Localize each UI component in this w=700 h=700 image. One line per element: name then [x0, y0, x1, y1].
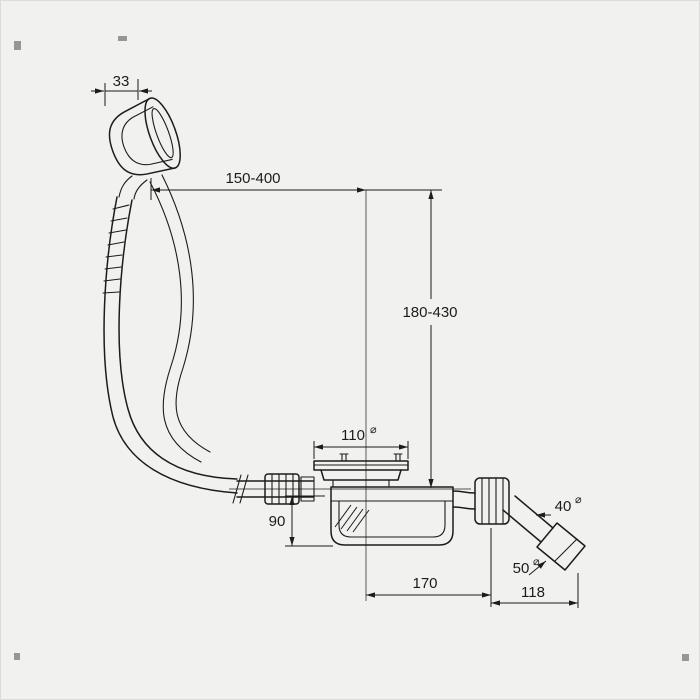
- dim-horizontal-offset: 170: [366, 528, 492, 607]
- dim-hose-length: 150-400: [150, 170, 442, 200]
- diameter-symbol: ⌀: [533, 556, 540, 568]
- hose-corrugation: [102, 204, 130, 294]
- centerlines: [229, 190, 471, 601]
- diameter-symbol: ⌀: [370, 424, 377, 436]
- dim-trap-depth-label: 90: [269, 513, 286, 530]
- dim-strainer-diameter: 110 ⌀: [313, 424, 409, 459]
- knob-stem: [118, 175, 148, 200]
- diameter-symbol: ⌀: [575, 494, 582, 506]
- dim-knob-width: 33: [91, 73, 152, 106]
- overflow-knob: [108, 97, 181, 176]
- waste-body: [313, 453, 454, 546]
- dim-trap-depth: 90: [269, 495, 333, 547]
- strainer-bolts: [339, 453, 403, 462]
- dim-install-height: 180-430: [402, 190, 458, 488]
- dim-outlet-diameter-label: 50: [513, 560, 530, 577]
- dim-outlet-projection-label: 118: [521, 584, 545, 601]
- flexible-hose: [102, 174, 238, 494]
- dim-horizontal-offset-label: 170: [412, 575, 437, 592]
- dim-install-height-label: 180-430: [402, 304, 457, 321]
- dim-hose-length-label: 150-400: [225, 170, 280, 187]
- inlet-pipe: [232, 473, 315, 505]
- dim-outlet-projection: 118: [491, 573, 579, 608]
- dim-pipe-diameter-label: 40: [555, 498, 572, 515]
- thread-hatching: [334, 504, 370, 533]
- outlet-elbow: [452, 477, 586, 571]
- dim-pipe-diameter: 40 ⌀: [536, 494, 582, 518]
- dim-outlet-diameter: 50 ⌀: [513, 556, 547, 577]
- dim-knob-width-label: 33: [113, 73, 130, 90]
- dim-strainer-diameter-label: 110: [341, 427, 365, 444]
- scan-marks: [14, 36, 689, 661]
